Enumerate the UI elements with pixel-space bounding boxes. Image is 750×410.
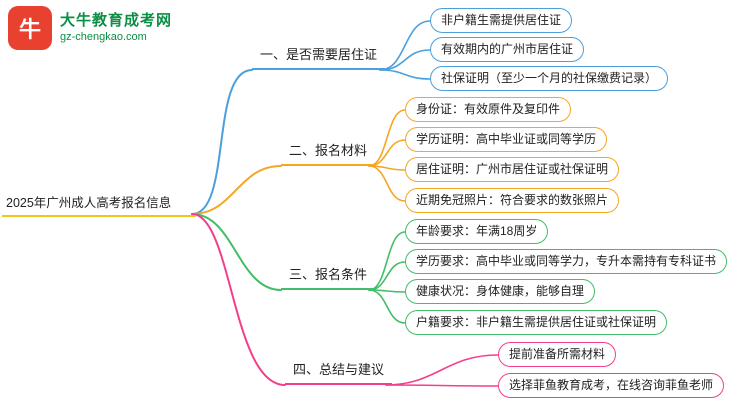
edge-root-branch1 <box>191 69 253 215</box>
edge-branch1-child3 <box>379 69 431 80</box>
logo-text-block: 大牛教育成考网 gz-chengkao.com <box>60 11 172 45</box>
leaf-node: 社保证明（至少一个月的社保缴费记录） <box>430 66 669 91</box>
leaf-node: 选择菲鱼教育成考，在线咨询菲鱼老师 <box>498 373 725 398</box>
leaf-node: 提前准备所需材料 <box>498 342 617 367</box>
edge-branch2-child4 <box>368 165 406 202</box>
branch-label-residence-permit: 一、是否需要居住证 <box>252 44 386 70</box>
logo-subtitle: gz-chengkao.com <box>60 31 147 43</box>
leaf-node: 非户籍生需提供居住证 <box>430 8 573 33</box>
leaf-node: 有效期内的广州市居住证 <box>430 37 585 62</box>
edge-root-branch4 <box>191 213 286 386</box>
edge-root-branch2 <box>191 165 282 215</box>
leaf-node: 学历证明：高中毕业证或同等学历 <box>405 127 608 152</box>
edge-branch1-child2 <box>379 49 431 71</box>
edge-branch1-child1 <box>379 20 431 71</box>
leaf-node: 学历要求：高中毕业或同等学力，专升本需持有专科证书 <box>405 249 728 274</box>
leaf-node: 身份证：有效原件及复印件 <box>405 97 572 122</box>
edge-branch4-child1 <box>385 354 499 386</box>
leaf-node: 健康状况：身体健康，能够自理 <box>405 279 596 304</box>
edge-branch4-child2 <box>385 384 499 387</box>
branch-label-materials: 二、报名材料 <box>281 140 376 166</box>
branch-label-summary: 四、总结与建议 <box>285 359 393 385</box>
edge-root-branch3 <box>191 213 282 291</box>
logo-title: 大牛教育成考网 <box>60 12 173 29</box>
leaf-node: 居住证明：广州市居住证或社保证明 <box>405 157 620 182</box>
branch-label-requirements: 三、报名条件 <box>281 264 376 290</box>
leaf-node: 户籍要求：非户籍生需提供居住证或社保证明 <box>405 310 668 335</box>
leaf-node: 年龄要求：年满18周岁 <box>405 219 549 244</box>
site-logo: 牛 大牛教育成考网 gz-chengkao.com <box>8 6 172 50</box>
edge-branch3-child4 <box>368 289 406 324</box>
root-node: 2025年广州成人高考报名信息 <box>2 192 196 217</box>
leaf-node: 近期免冠照片：符合要求的数张照片 <box>405 188 620 213</box>
logo-ox-icon: 牛 <box>8 6 52 50</box>
